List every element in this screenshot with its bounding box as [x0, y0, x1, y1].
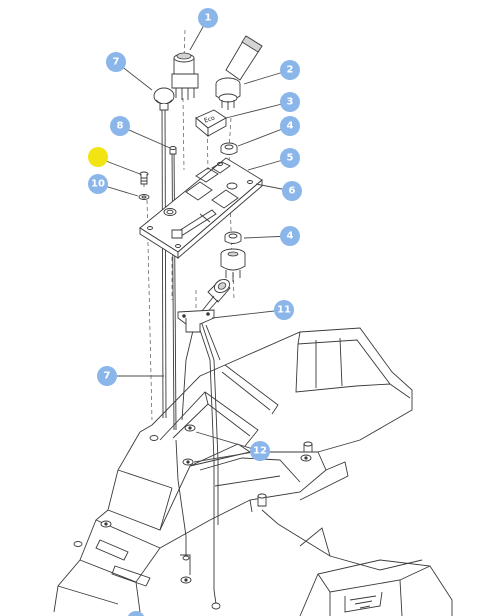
callout-5-label: 5: [287, 153, 294, 164]
callout-partial: [127, 611, 145, 616]
callout-7-upper-label: 7: [113, 57, 120, 68]
callout-10-label: 10: [91, 179, 105, 190]
console-housing: [53, 327, 453, 616]
control-plate: [139, 157, 263, 259]
callout-8[interactable]: 8: [110, 116, 130, 136]
callout-4-upper[interactable]: 4: [280, 116, 300, 136]
shifter-bracket: [177, 278, 231, 333]
callout-11-label: 11: [277, 305, 291, 316]
callout-10[interactable]: 10: [88, 174, 108, 194]
callout-5[interactable]: 5: [280, 148, 300, 168]
rotary-switch-body: [220, 248, 246, 282]
callout-1-label: 1: [205, 13, 212, 24]
gear-knob: [153, 87, 175, 111]
callout-1[interactable]: 1: [198, 8, 218, 28]
callout-12-label: 12: [253, 446, 267, 457]
callout-12[interactable]: 12: [250, 441, 270, 461]
callout-7-lower-label: 7: [104, 371, 111, 382]
rod-screw: [169, 146, 177, 155]
callout-2-label: 2: [287, 65, 294, 76]
highlight-marker: [88, 147, 108, 167]
linkage-rods: [161, 105, 221, 610]
callout-2[interactable]: 2: [280, 60, 300, 80]
callout-3-label: 3: [287, 97, 294, 108]
callout-6-label: 6: [289, 186, 296, 197]
eco-switch: Eco: [195, 109, 227, 137]
callout-3[interactable]: 3: [280, 92, 300, 112]
callout-4-lower-label: 4: [287, 231, 294, 242]
callout-6[interactable]: 6: [282, 181, 302, 201]
callout-4-upper-label: 4: [287, 121, 294, 132]
push-switch: [171, 52, 199, 100]
callout-8-label: 8: [117, 121, 124, 132]
callout-7-lower[interactable]: 7: [97, 366, 117, 386]
washer: [138, 194, 150, 200]
fastener-set: [73, 424, 312, 584]
callout-4-lower[interactable]: 4: [280, 226, 300, 246]
callout-7-upper[interactable]: 7: [106, 52, 126, 72]
rotary-selector: [215, 35, 263, 110]
nut-lower: [224, 231, 242, 244]
eco-switch-label: Eco: [203, 114, 216, 124]
nut-upper: [220, 142, 238, 155]
screw: [139, 171, 149, 185]
callout-11[interactable]: 11: [274, 300, 294, 320]
